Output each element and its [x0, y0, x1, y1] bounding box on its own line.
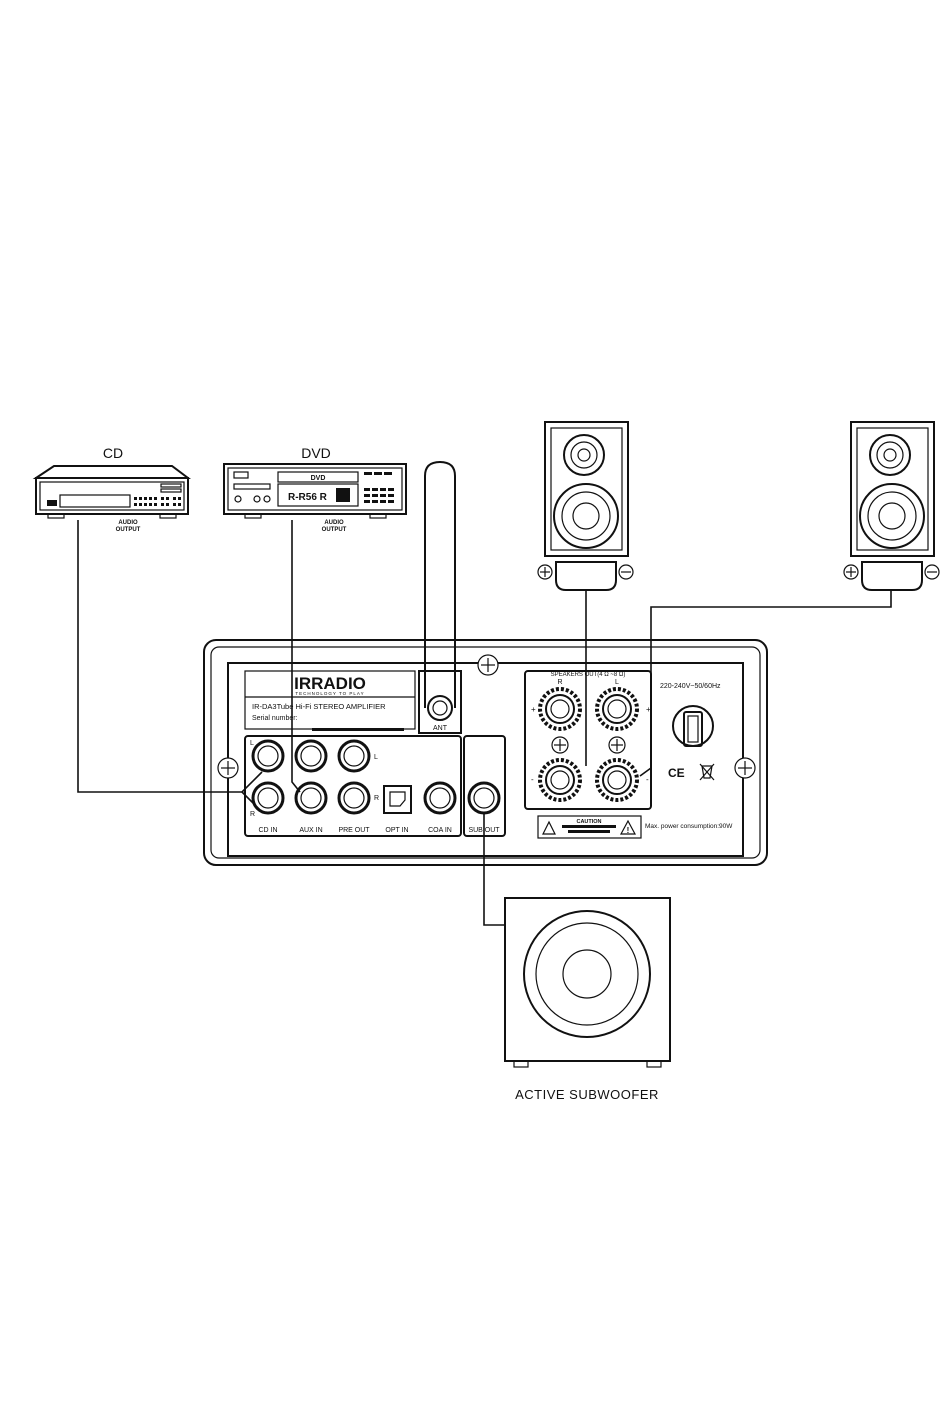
dvd-player-label: DVD: [301, 445, 331, 461]
speaker-right: [844, 422, 939, 590]
cable-cd-to-cd-in: [78, 520, 262, 792]
input-label-cd: CD IN: [258, 827, 277, 834]
weee-bin-icon: [700, 764, 714, 780]
brand-tagline: TECHNOLOGY TO PLAY: [295, 691, 364, 696]
cables: [78, 520, 891, 925]
amplifier-rear-panel: IRRADIO TECHNOLOGY TO PLAY IR-DA3Tube Hi…: [204, 462, 767, 865]
ce-mark: CE: [668, 766, 685, 780]
jack-optical: [384, 786, 411, 813]
terminal-r-minus: [540, 760, 580, 800]
terminal-l-minus: [597, 760, 637, 800]
jack-pre-r: [339, 783, 369, 813]
jack-aux-r: [296, 783, 326, 813]
dvd-player: DVD DVD R-R56 R AUDIO OUTPUT: [224, 445, 406, 533]
minus-sign-l: -: [646, 775, 649, 784]
input-label-opt: OPT IN: [385, 827, 408, 834]
input-label-aux: AUX IN: [299, 827, 322, 834]
cd-output-label-2: OUTPUT: [116, 527, 141, 533]
terminal-r-plus: [540, 689, 580, 729]
jack-coaxial: [425, 783, 455, 813]
serial-label: Serial number:: [252, 715, 298, 722]
terminal-screws: [552, 737, 625, 753]
plus-sign-r: +: [531, 705, 536, 714]
minus-sign-r: -: [531, 775, 534, 784]
jack-aux-l: [296, 741, 326, 771]
subwoofer-label: ACTIVE SUBWOOFER: [515, 1087, 659, 1102]
voltage-label: 220-240V~50/60Hz: [660, 683, 721, 690]
terminal-l-plus: [597, 689, 637, 729]
dvd-badge: DVD: [311, 475, 326, 482]
row-l-label-2: L: [374, 754, 378, 761]
dvd-output-label-1: AUDIO: [324, 520, 344, 526]
cd-output-label-1: AUDIO: [118, 520, 138, 526]
row-r-label: R: [250, 811, 255, 818]
speakers-out-label: SPEAKERS OUT(4 Ω ~8 Ω): [551, 672, 626, 678]
svg-text:!: !: [627, 826, 630, 835]
dvd-buttons: [364, 472, 394, 503]
channel-r-label: R: [557, 679, 562, 686]
jack-cd-l: [253, 741, 283, 771]
antenna-label: ANT: [433, 725, 448, 732]
caution-text: CAUTION: [576, 819, 601, 825]
input-label-coa: COA IN: [428, 827, 452, 834]
dvd-model-text: R-R56 R: [288, 492, 328, 503]
active-subwoofer: ACTIVE SUBWOOFER: [505, 898, 670, 1102]
speaker-left: [538, 422, 633, 590]
power-consumption-label: Max. power consumption:90W: [645, 823, 733, 830]
caution-label: ! CAUTION: [538, 816, 641, 838]
row-l-label: L: [250, 740, 254, 747]
row-r-label-2: R: [374, 795, 379, 802]
jack-sub-out: [469, 783, 499, 813]
jack-pre-l: [339, 741, 369, 771]
dvd-output-label-2: OUTPUT: [322, 527, 347, 533]
cd-player-label: CD: [103, 445, 123, 461]
channel-l-label: L: [615, 679, 619, 686]
power-inlet: [673, 706, 713, 746]
input-label-pre-out: PRE OUT: [338, 827, 370, 834]
cd-buttons: [134, 484, 181, 506]
cd-player: CD AUDIO OUTPUT: [36, 445, 188, 533]
model-line: IR-DA3Tube Hi-Fi STEREO AMPLIFIER: [252, 702, 386, 711]
antenna: ANT: [419, 462, 461, 733]
